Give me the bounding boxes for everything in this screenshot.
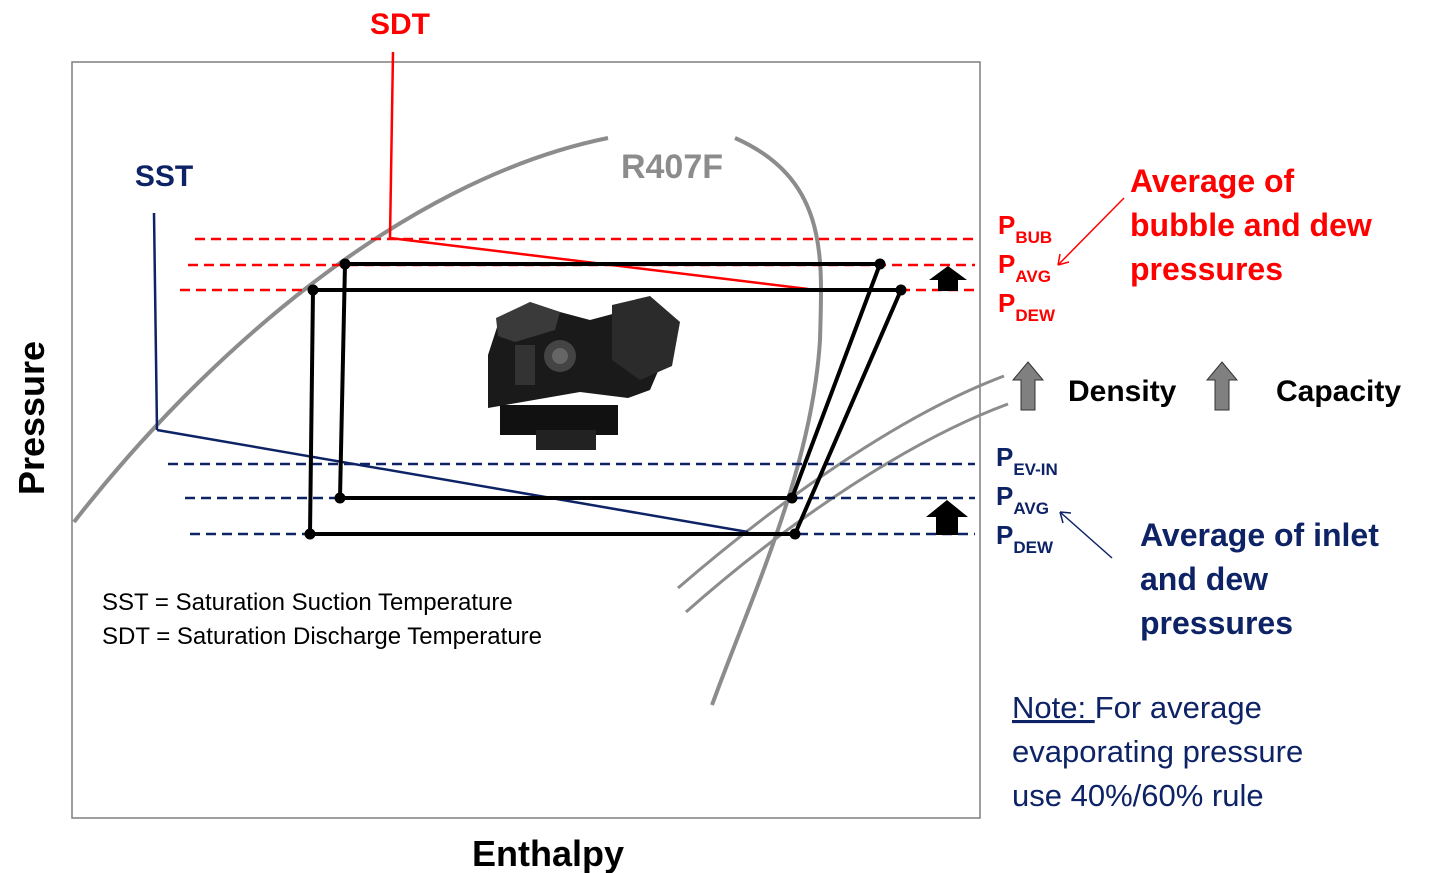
density-label: Density bbox=[1068, 375, 1177, 408]
saturation-dome-liquid-line bbox=[72, 136, 609, 524]
sst-leader-diagonal bbox=[156, 428, 749, 534]
p-ev-in-label: PEV-IN bbox=[996, 442, 1058, 479]
note-prefix: Note: bbox=[1012, 690, 1095, 725]
p-dew-suction-label: PDEW bbox=[996, 520, 1054, 557]
suction-note-line2: and dew bbox=[1140, 561, 1268, 597]
svg-text:PDEW: PDEW bbox=[996, 520, 1054, 557]
saturation-dome-vapor-line bbox=[710, 136, 824, 706]
p-bub-label: PBUB bbox=[998, 210, 1052, 247]
svg-text:PEV-IN: PEV-IN bbox=[996, 442, 1058, 479]
discharge-note-line2: bubble and dew bbox=[1130, 207, 1372, 243]
plot-frame bbox=[71, 61, 981, 819]
sst-leader-vertical bbox=[152, 212, 159, 431]
svg-text:PBUB: PBUB bbox=[998, 210, 1052, 247]
capacity-label: Capacity bbox=[1276, 375, 1401, 408]
sdt-leader-vertical bbox=[388, 51, 395, 239]
x-axis-label: Enthalpy bbox=[472, 833, 624, 873]
up-arrow-density bbox=[1011, 361, 1045, 411]
red-pointer-line bbox=[1057, 197, 1125, 266]
svg-text:PAVG: PAVG bbox=[998, 249, 1051, 286]
svg-text:PAVG: PAVG bbox=[996, 481, 1049, 518]
p-avg-discharge-label: PAVG bbox=[998, 249, 1051, 286]
red-pointer-head bbox=[1057, 253, 1070, 266]
sdt-label: SDT bbox=[370, 8, 430, 41]
isentrope-line-1 bbox=[677, 374, 1005, 590]
note-line1: Note: For average bbox=[1012, 690, 1262, 725]
up-arrow-suction bbox=[926, 500, 968, 535]
discharge-note-line3: pressures bbox=[1130, 251, 1283, 287]
p-dew-discharge-label: PDEW bbox=[998, 288, 1056, 325]
compressor-image bbox=[488, 296, 680, 450]
sst-label: SST bbox=[135, 160, 193, 193]
up-arrow-discharge bbox=[929, 266, 967, 291]
svg-text:PDEW: PDEW bbox=[998, 288, 1056, 325]
note-line2: evaporating pressure bbox=[1012, 734, 1303, 769]
navy-pointer-head bbox=[1059, 511, 1072, 524]
sst-definition: SST = Saturation Suction Temperature bbox=[102, 589, 513, 616]
cycle-vertices bbox=[304, 258, 907, 540]
y-axis-label: Pressure bbox=[11, 341, 52, 495]
discharge-note-line1: Average of bbox=[1130, 163, 1295, 199]
navy-pointer-line bbox=[1059, 511, 1113, 559]
suction-note-line3: pressures bbox=[1140, 605, 1293, 641]
up-arrow-capacity bbox=[1205, 361, 1239, 411]
p-avg-suction-label: PAVG bbox=[996, 481, 1049, 518]
refrigerant-label: R407F bbox=[621, 148, 723, 186]
suction-note-line1: Average of inlet bbox=[1140, 517, 1379, 553]
sdt-definition: SDT = Saturation Discharge Temperature bbox=[102, 623, 542, 650]
isentrope-line-2 bbox=[685, 402, 1009, 614]
note-line3: use 40%/60% rule bbox=[1012, 778, 1264, 813]
